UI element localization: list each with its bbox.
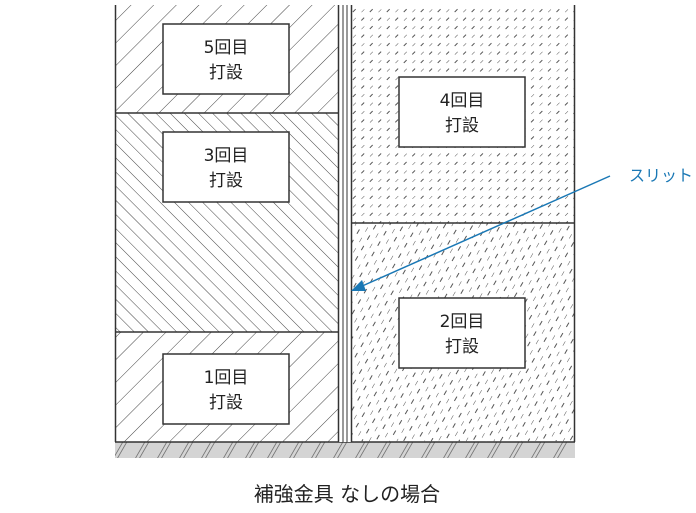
pour-2-line2: 打設 <box>445 337 479 357</box>
slit-arrowhead <box>351 280 366 291</box>
slit-label: スリット <box>629 166 693 185</box>
label-pour-1: 1回目 打設 <box>162 353 290 425</box>
slit-leader-line <box>359 175 611 288</box>
pour-1-line1: 1回目 <box>204 368 249 388</box>
slit-callout: スリット <box>351 166 693 291</box>
label-pour-5: 5回目 打設 <box>162 23 290 95</box>
pour-3-line2: 打設 <box>209 171 243 191</box>
slit-joint <box>337 5 353 442</box>
pour-4-line1: 4回目 <box>440 91 485 111</box>
pour-1-line2: 打設 <box>209 393 243 413</box>
label-pour-3: 3回目 打設 <box>162 131 290 203</box>
pour-5-line1: 5回目 <box>204 38 249 58</box>
pour-4-line2: 打設 <box>445 116 479 136</box>
pour-5-line2: 打設 <box>209 63 243 83</box>
caption: 補強金具 なしの場合 <box>254 482 440 506</box>
label-pour-4: 4回目 打設 <box>398 76 526 148</box>
right-wall <box>352 5 576 442</box>
ground <box>115 441 575 458</box>
pour-2-line1: 2回目 <box>440 312 485 332</box>
pour-3-line1: 3回目 <box>204 146 249 166</box>
label-pour-2: 2回目 打設 <box>398 297 526 369</box>
